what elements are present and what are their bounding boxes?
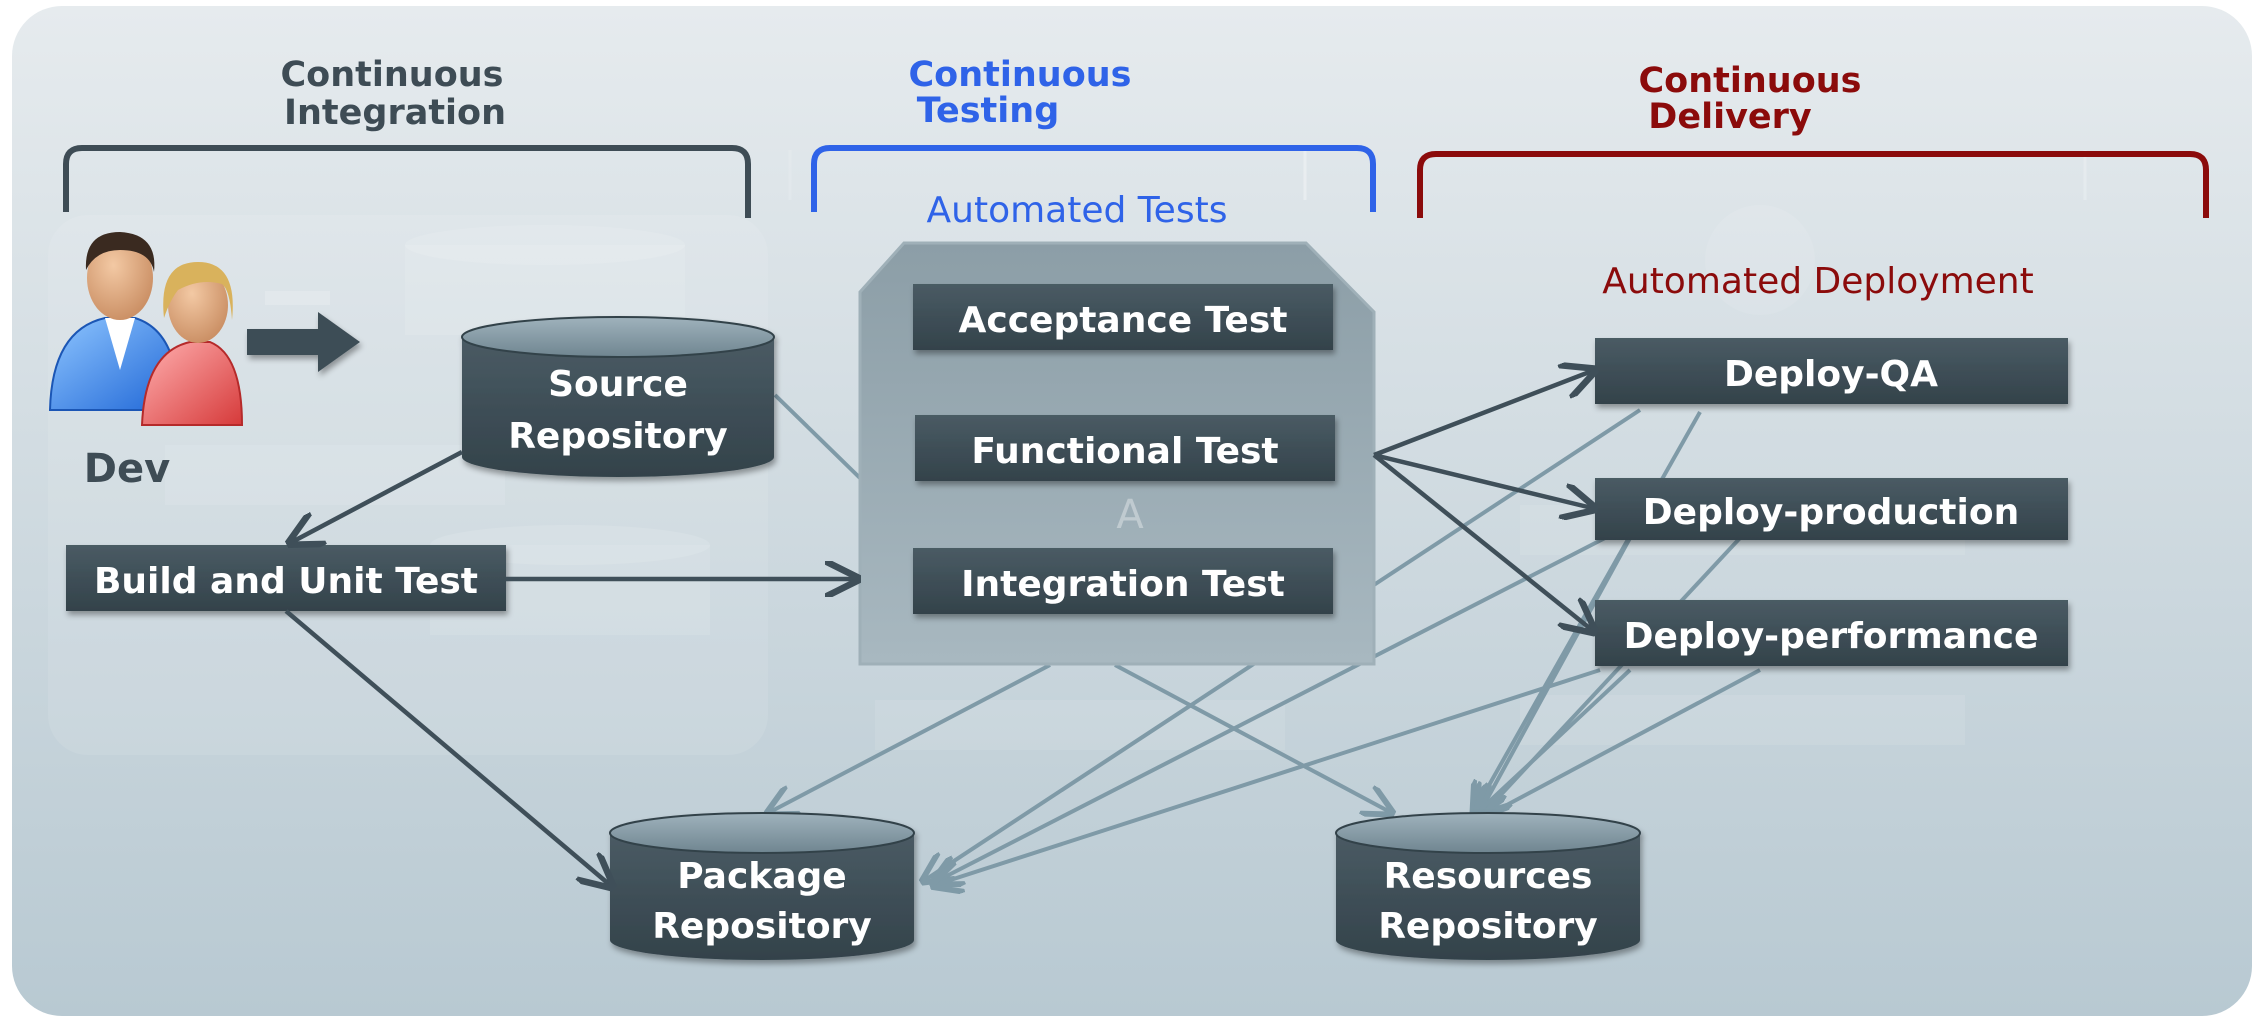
- package-repository-line2: Repository: [652, 906, 872, 947]
- source-repository-line2: Repository: [508, 416, 728, 457]
- dark-arrows: [286, 371, 1592, 885]
- build-unit-test-label: Build and Unit Test: [94, 561, 478, 602]
- light-arrows: [770, 393, 1761, 885]
- package-repository: Package Repository: [609, 812, 915, 960]
- deploy-qa-box: Deploy-QA: [1595, 338, 2068, 404]
- arrow-source-to-build: [292, 450, 464, 542]
- integration-test-box: Integration Test: [913, 548, 1333, 614]
- acceptance-test-box: Acceptance Test: [913, 284, 1333, 350]
- source-repository-line1: Source: [548, 364, 688, 405]
- integration-test-label: Integration Test: [961, 564, 1285, 605]
- package-repository-line1: Package: [677, 856, 846, 897]
- functional-test-box: Functional Test: [915, 415, 1335, 481]
- bracket-ci: [63, 145, 751, 218]
- automated-deployment-label: Automated Deployment: [1602, 261, 2033, 302]
- arrow-build-to-package: [284, 609, 610, 885]
- functional-test-label: Functional Test: [971, 431, 1278, 472]
- developers-icon: [48, 232, 244, 426]
- bracket-ct: [811, 145, 1376, 212]
- arrow-tests-to-deploy-performance: [1372, 453, 1592, 630]
- acceptance-test-label: Acceptance Test: [959, 300, 1288, 341]
- resources-repository: Resources Repository: [1335, 812, 1641, 960]
- header-ci-line2: Integration: [284, 93, 506, 133]
- header-ci-line1: Continuous: [280, 55, 503, 95]
- source-repository: Source Repository: [461, 316, 775, 477]
- resources-repository-line2: Repository: [1378, 906, 1598, 947]
- header-cd-line2: Delivery: [1648, 97, 1812, 137]
- deploy-production-label: Deploy-production: [1643, 492, 2019, 533]
- deploy-performance-box: Deploy-performance: [1595, 600, 2068, 666]
- header-cd: Continuous Delivery: [1638, 61, 1861, 137]
- header-ci: Continuous Integration: [280, 55, 506, 133]
- panel-ghost-text: A: [1116, 492, 1144, 538]
- right-arrow-icon: [247, 312, 360, 372]
- bracket-cd: [1417, 151, 2209, 218]
- deploy-production-box: Deploy-production: [1595, 478, 2068, 540]
- header-ct-line2: Testing: [917, 91, 1060, 131]
- arrow-tests-to-deploy-production: [1373, 452, 1592, 508]
- deploy-performance-label: Deploy-performance: [1624, 616, 2039, 657]
- resources-repository-line1: Resources: [1384, 856, 1593, 897]
- deploy-qa-label: Deploy-QA: [1724, 354, 1938, 395]
- automated-tests-label: Automated Tests: [927, 190, 1228, 231]
- dev-label: Dev: [84, 446, 170, 492]
- arrow-tests-to-deploy-qa: [1373, 371, 1592, 458]
- header-ct: Continuous Testing: [908, 55, 1131, 131]
- header-ct-line1: Continuous: [908, 55, 1131, 95]
- header-cd-line1: Continuous: [1638, 61, 1861, 101]
- build-unit-test-box: Build and Unit Test: [66, 545, 506, 611]
